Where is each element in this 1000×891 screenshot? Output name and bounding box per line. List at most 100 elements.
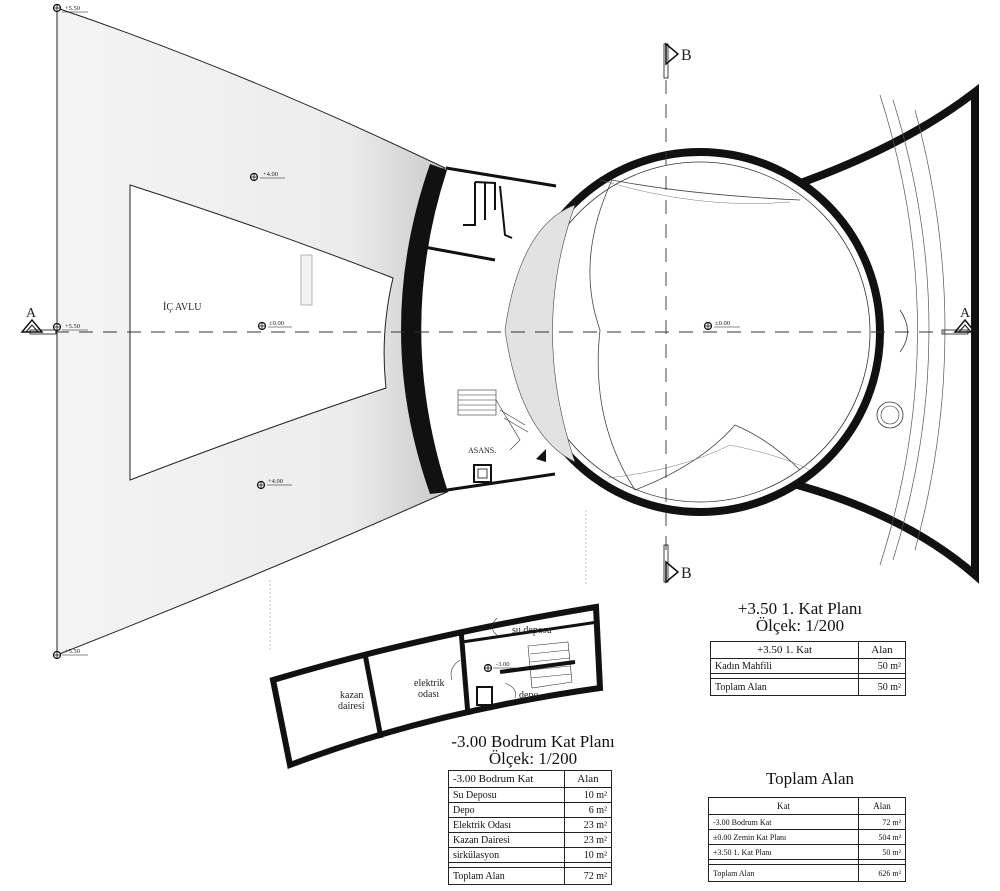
table-cell: -3.00 Bodrum Kat [708, 814, 859, 830]
svg-text:+5.50: +5.50 [65, 323, 80, 330]
table-cell: Su Deposu [448, 787, 565, 803]
level-marker-bottom-left: +5.50 [52, 648, 88, 660]
svg-text:+5.50: +5.50 [65, 648, 80, 655]
table-cell: 50 m² [858, 678, 906, 696]
basement-title-text: -3.00 Bodrum Kat Planı [451, 732, 615, 751]
label-depo: depo [519, 690, 538, 701]
svg-text:+5.50: +5.50 [65, 5, 80, 12]
section-label-a-left: A [26, 306, 37, 321]
label-courtyard: İÇ AVLU [163, 301, 202, 313]
table-header-cell: +3.50 1. Kat [710, 641, 859, 659]
table-cell: Elektrik Odası [448, 817, 565, 833]
table-row: Kadın Mahfili 50 m² [710, 658, 906, 674]
table-header-row: +3.50 1. Kat Alan [710, 641, 906, 659]
table-total-row: Toplam Alan 626 m² [708, 864, 906, 882]
table-cell: 72 m² [858, 814, 906, 830]
label-kazan-1: kazan [340, 690, 363, 701]
basement-plan [269, 603, 604, 770]
table-cell: 10 m² [564, 787, 612, 803]
table-cell: 50 m² [858, 844, 906, 860]
table-cell: Depo [448, 802, 565, 818]
table-total-row: Toplam Alan 72 m² [448, 867, 612, 885]
service-block-outer-wall [401, 164, 448, 494]
table-cell: 23 m² [564, 832, 612, 848]
first-floor-title: +3.50 1. Kat Planı Ölçek: 1/200 [720, 600, 880, 634]
table-header-cell: Alan [858, 797, 906, 815]
table-header-cell: Kat [708, 797, 859, 815]
women-gallery [589, 179, 801, 491]
table-cell: 504 m² [858, 829, 906, 845]
basement-scale: Ölçek: 1/200 [488, 749, 578, 768]
table-header-row: -3.00 Bodrum Kat Alan [448, 770, 612, 788]
section-label-b-bottom: B [681, 565, 692, 582]
first-floor-scale: Ölçek: 1/200 [755, 616, 845, 635]
women-gallery-shading [504, 204, 576, 463]
label-su-deposu: su deposu [512, 625, 552, 636]
elevator-shaft [473, 464, 492, 483]
table-cell: 626 m² [858, 864, 906, 882]
table-total-row: Toplam Alan 50 m² [710, 678, 906, 696]
section-marker-a-right: A [941, 306, 977, 335]
minbar [876, 401, 904, 429]
north-arrow [536, 449, 546, 462]
section-marker-b-bottom: B [663, 544, 692, 584]
table-cell: 72 m² [564, 867, 612, 885]
first-floor-area-table: +3.50 1. Kat Alan Kadın Mahfili 50 m² To… [710, 641, 906, 696]
first-floor-title-text: +3.50 1. Kat Planı [737, 599, 863, 618]
svg-text:±0.00: ±0.00 [269, 320, 284, 327]
table-cell: ±0.00 Zemin Kat Planı [708, 829, 859, 845]
basement-title: -3.00 Bodrum Kat Planı Ölçek: 1/200 [438, 733, 628, 767]
level-marker-upper-court: +4.00 [249, 171, 285, 182]
stair [457, 389, 529, 451]
right-wing [773, 83, 979, 584]
level-marker-court-center: ±0.00 [257, 320, 292, 331]
total-area-title-text: Toplam Alan [765, 769, 855, 788]
table-cell: Kadın Mahfili [710, 658, 859, 674]
section-marker-b-top: B [663, 42, 692, 79]
table-cell: Toplam Alan [710, 678, 859, 696]
table-cell: 6 m² [564, 802, 612, 818]
level-marker-lower-court: +4.00 [256, 478, 292, 490]
level-marker-basement: -3.00 [483, 661, 515, 673]
table-cell: 50 m² [858, 658, 906, 674]
table-cell: Toplam Alan [448, 867, 565, 885]
label-elektrik-1: elektrik [414, 678, 445, 689]
table-cell: Toplam Alan [708, 864, 859, 882]
table-header-cell: -3.00 Bodrum Kat [448, 770, 565, 788]
table-cell: +3.50 1. Kat Planı [708, 844, 859, 860]
table-header-cell: Alan [858, 641, 906, 659]
label-elektrik-2: odası [418, 689, 439, 700]
level-marker-dome-center: ±0.00 [703, 320, 740, 331]
svg-text:+4.00: +4.00 [263, 171, 278, 178]
table-cell: 10 m² [564, 847, 612, 863]
svg-text:-3.00: -3.00 [496, 661, 510, 668]
table-header-cell: Alan [564, 770, 612, 788]
section-label-a-right: A [960, 306, 971, 321]
table-cell: Kazan Dairesi [448, 832, 565, 848]
table-header-row: Kat Alan [708, 797, 906, 815]
section-marker-a-left: A [20, 306, 57, 335]
total-area-title: Toplam Alan [740, 770, 880, 787]
section-label-b-top: B [681, 47, 692, 64]
courtyard-bench [300, 254, 313, 306]
table-cell: sirkülasyon [448, 847, 565, 863]
level-marker-mid-left: +5.50 [52, 322, 88, 332]
level-marker-top-left: +5.50 [52, 3, 88, 13]
label-elevator: ASANS. [468, 446, 496, 455]
svg-text:+4.00: +4.00 [268, 478, 283, 485]
courtyard-void [129, 184, 394, 481]
table-cell: 23 m² [564, 817, 612, 833]
label-kazan-2: dairesi [338, 701, 365, 712]
svg-text:±0.00: ±0.00 [715, 320, 730, 327]
